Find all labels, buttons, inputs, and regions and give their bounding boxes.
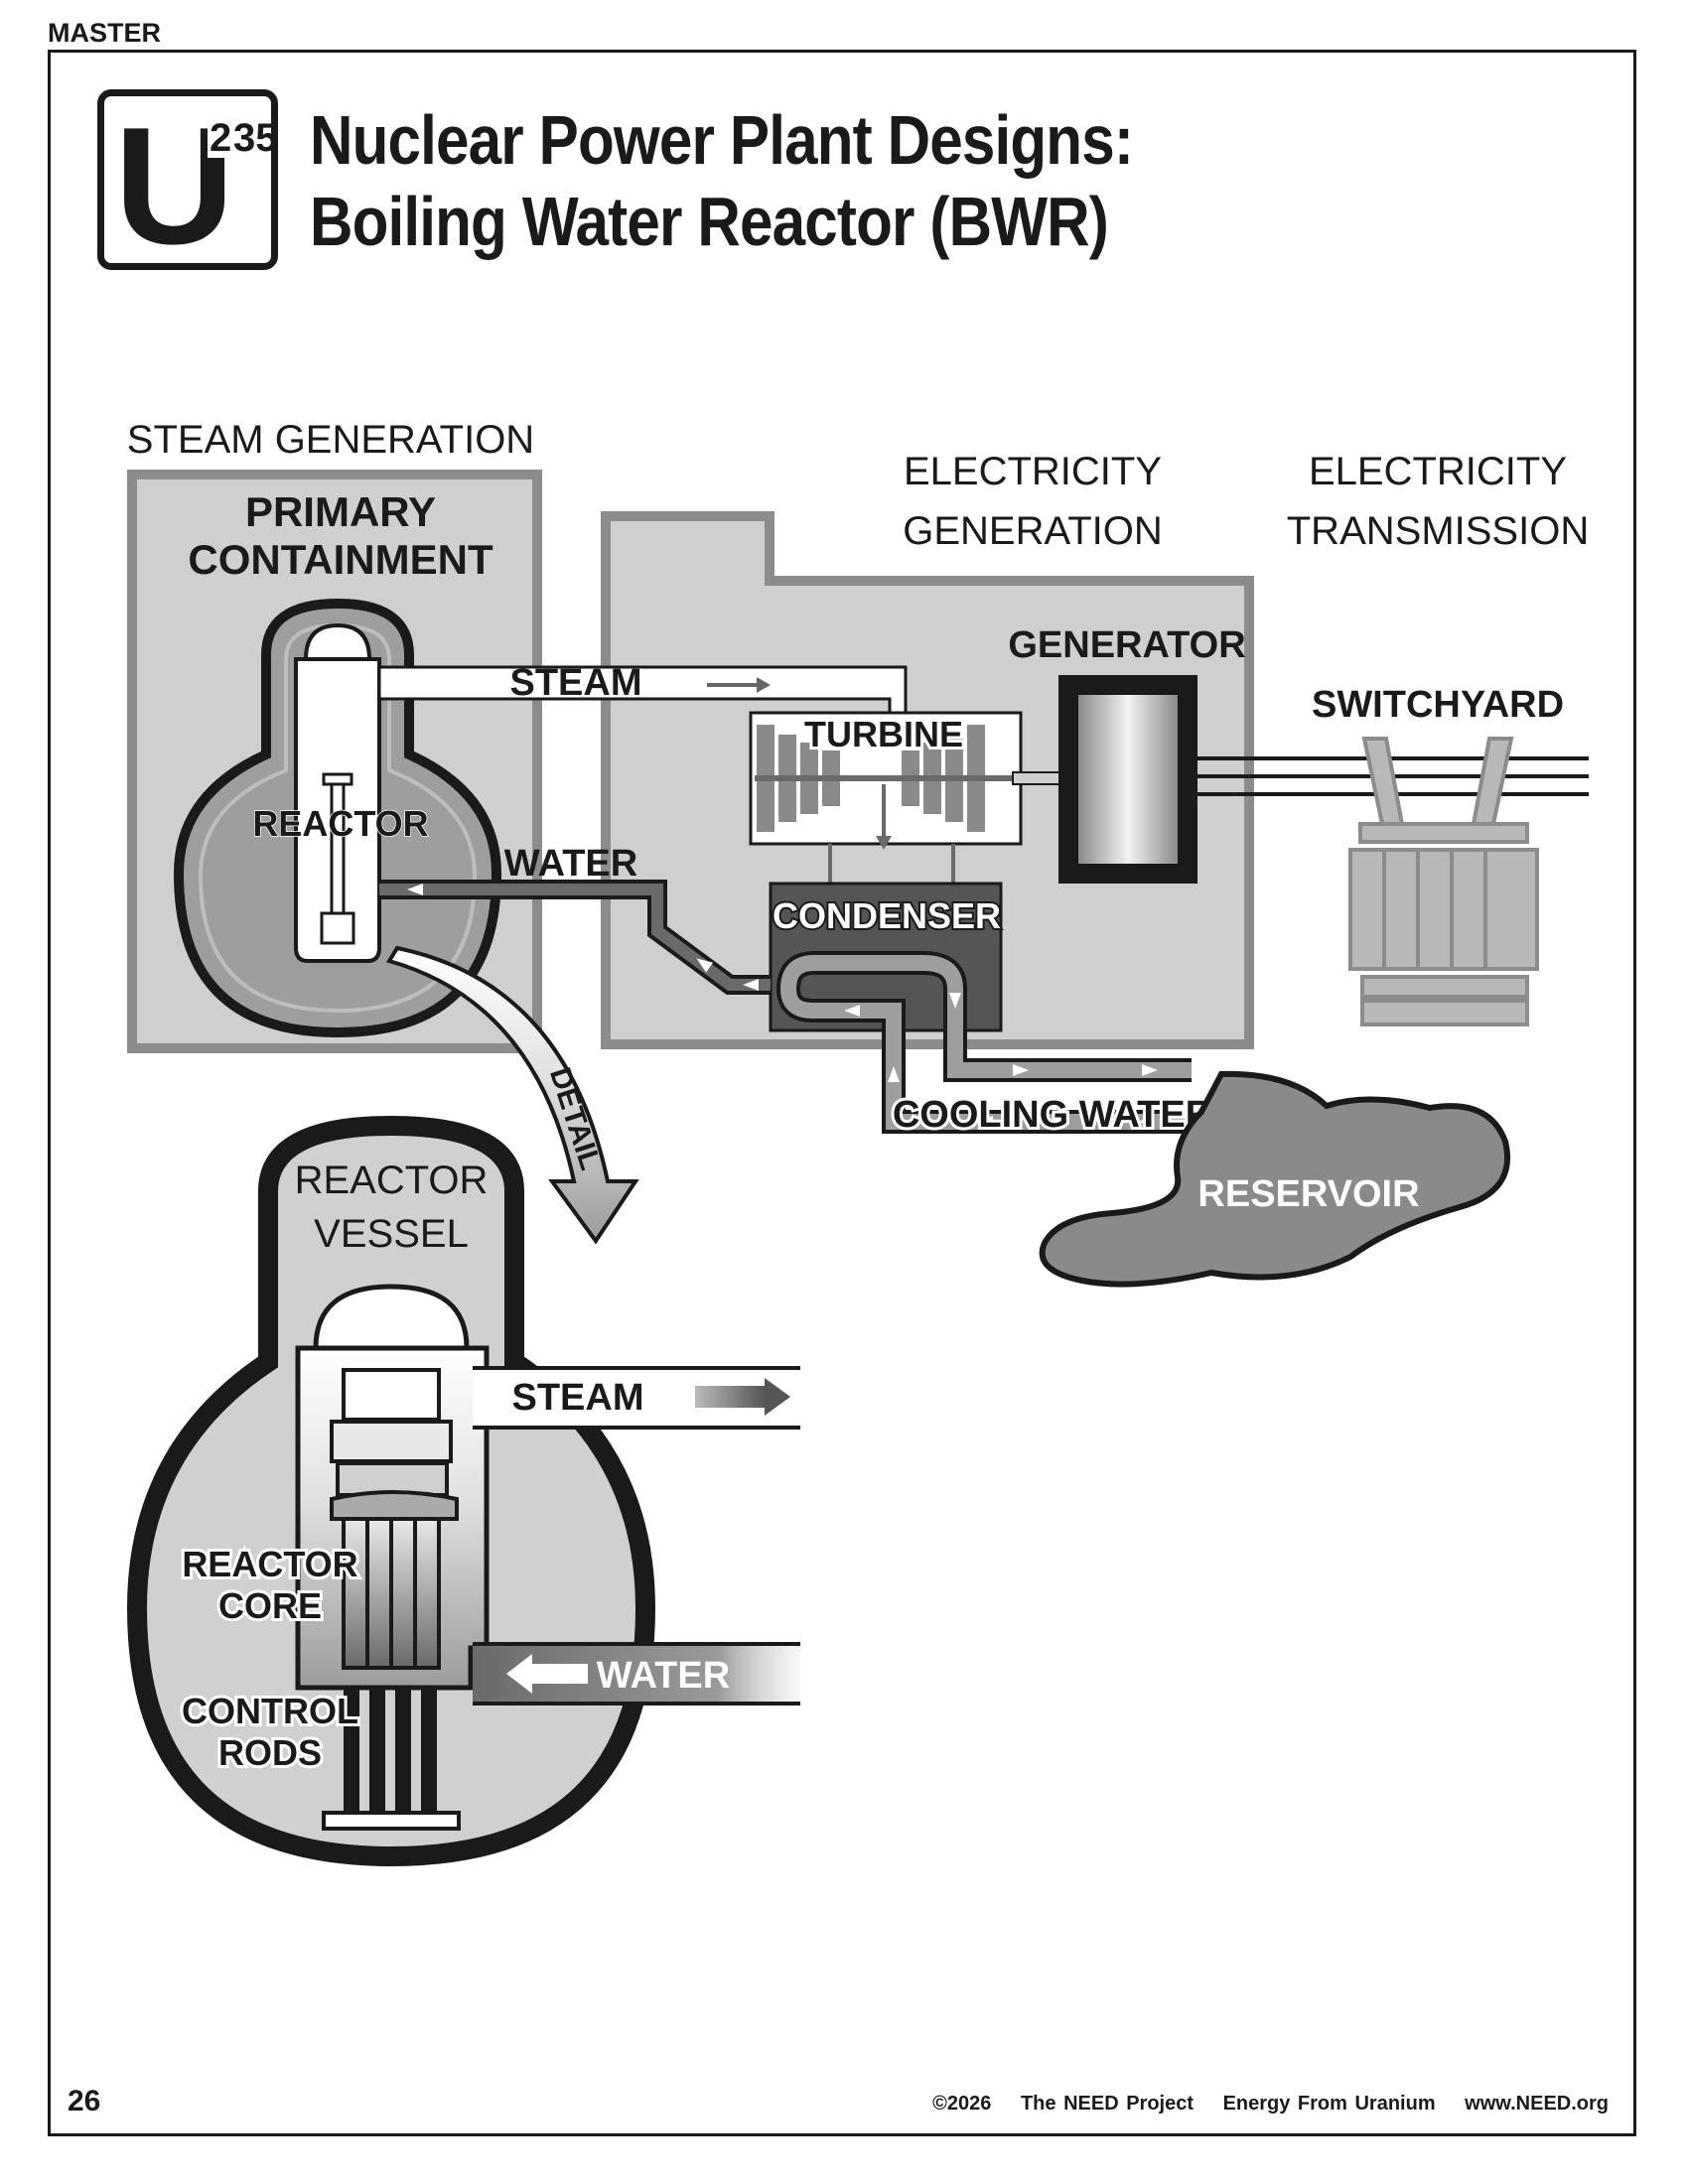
- control-rods-label-1: CONTROL: [182, 1691, 358, 1731]
- reactor-core-label-2: CORE: [218, 1585, 322, 1626]
- steam-flow-arrow: [757, 677, 771, 693]
- control-rods-label-2: RODS: [218, 1732, 322, 1773]
- reactor-core-label-1: REACTOR: [182, 1544, 357, 1584]
- steam-pipe-label: STEAM: [510, 662, 642, 704]
- footer-website: www.NEED.org: [1465, 2093, 1609, 2115]
- switchyard-label: SWITCHYARD: [1312, 684, 1564, 726]
- logo-superscript-35: 35: [233, 116, 278, 160]
- electricity-transmission-label-1: ELECTRICITY: [1309, 450, 1567, 493]
- detail-steam-arrow: [765, 1378, 790, 1416]
- condenser-label: CONDENSER: [773, 895, 1001, 936]
- detail-arrow: [385, 945, 639, 1245]
- turbine-label: TURBINE: [804, 714, 963, 754]
- u235-logo: U 2 35: [97, 89, 278, 275]
- detail-label: DETAIL: [543, 1064, 607, 1174]
- generator-label: GENERATOR: [1008, 624, 1245, 666]
- title-line-1: Nuclear Power Plant Designs:: [310, 101, 1134, 179]
- logo-superscript-2: 2: [208, 116, 234, 160]
- electricity-generation-label-2: GENERATION: [903, 509, 1163, 553]
- primary-containment-label-2: CONTAINMENT: [188, 536, 493, 583]
- reactor-vessel-label-2: VESSEL: [314, 1212, 469, 1256]
- control-rods: [344, 1688, 437, 1817]
- electricity-transmission-label-2: TRANSMISSION: [1287, 509, 1589, 553]
- electricity-generation-label-1: ELECTRICITY: [904, 450, 1162, 493]
- reservoir: [1039, 1070, 1511, 1288]
- title-line-2: Boiling Water Reactor (BWR): [310, 183, 1109, 260]
- footer-organization: The NEED Project: [1020, 2093, 1194, 2115]
- detail-steam-label: STEAM: [512, 1377, 644, 1419]
- detail-water-arrow: [506, 1654, 532, 1694]
- footer-publication: Energy From Uranium: [1222, 2093, 1436, 2115]
- water-pipe-label: WATER: [504, 843, 637, 885]
- page-title: Nuclear Power Plant Designs: Boiling Wat…: [310, 99, 1134, 262]
- primary-containment-label-1: PRIMARY: [245, 488, 436, 535]
- page-frame: [48, 50, 1636, 2136]
- reservoir-label: RESERVOIR: [1197, 1173, 1419, 1215]
- reactor-vessel-label-1: REACTOR: [295, 1159, 489, 1202]
- page-number: 26: [68, 2085, 101, 2117]
- reactor-vessel-small: [294, 657, 381, 963]
- footer-copyright: ©2026: [932, 2093, 992, 2115]
- detail-water-label: WATER: [597, 1655, 730, 1697]
- footer-credits: ©2026 The NEED Project Energy From Urani…: [911, 2093, 1609, 2116]
- control-rod-drive: [322, 1811, 461, 1831]
- cooling-water-loop: [779, 955, 1192, 1130]
- control-rod-assembly-small: [320, 911, 355, 945]
- master-label: MASTER: [48, 18, 161, 48]
- reactor-label: REACTOR: [252, 803, 428, 844]
- switchyard-transformer: [1348, 737, 1539, 1026]
- steam-generation-label: STEAM GENERATION: [127, 418, 534, 462]
- cooling-water-label: COOLING WATER: [893, 1094, 1212, 1136]
